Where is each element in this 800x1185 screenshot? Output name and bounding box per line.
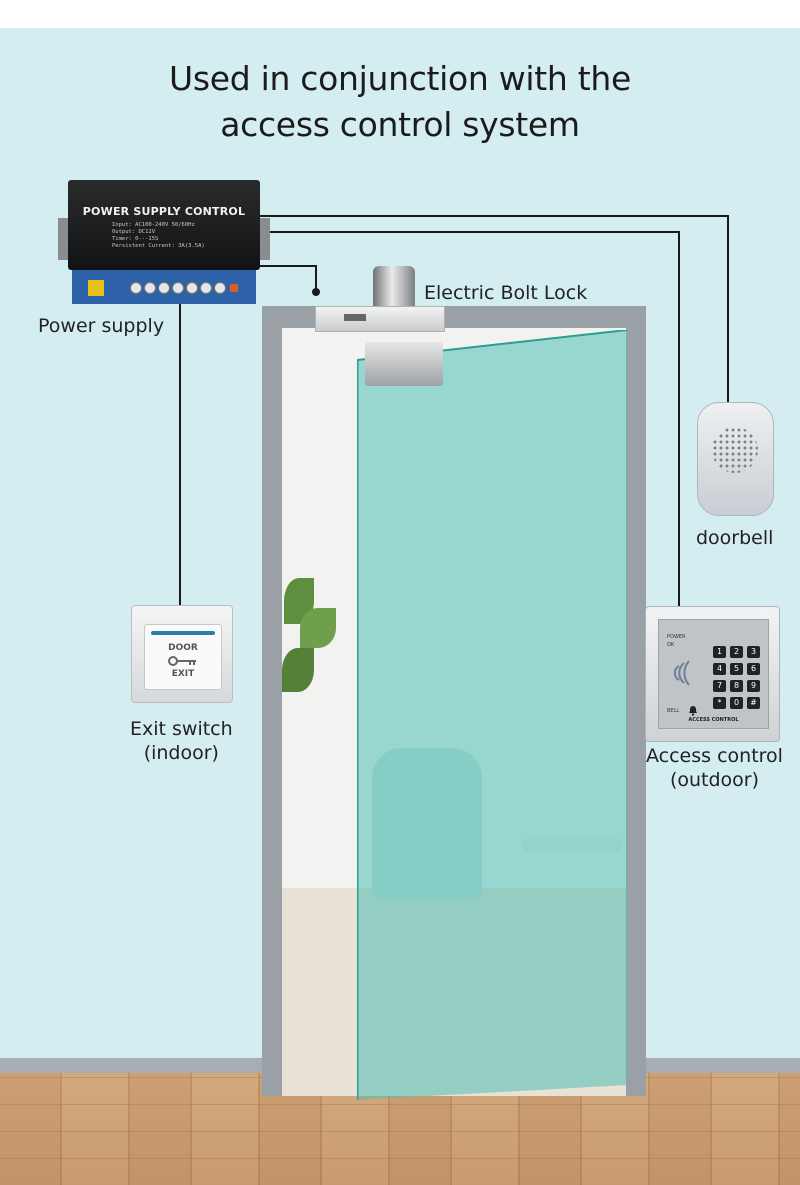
power-supply-label: Power supply xyxy=(38,315,165,337)
exit-indicator-bar xyxy=(151,631,215,635)
bell-text: BELL xyxy=(667,708,680,714)
key-2[interactable]: 2 xyxy=(730,646,743,658)
terminal xyxy=(130,282,142,294)
wire-doorbell xyxy=(260,215,729,402)
fuse xyxy=(88,280,104,296)
exit-switch-label: Exit switch (indoor) xyxy=(130,717,233,765)
access-control-label: Access control (outdoor) xyxy=(646,744,783,792)
key-3[interactable]: 3 xyxy=(747,646,760,658)
key-1[interactable]: 1 xyxy=(713,646,726,658)
wire-bolt-lock xyxy=(260,265,317,292)
terminal xyxy=(214,282,226,294)
doorbell-label: doorbell xyxy=(696,527,774,549)
access-control-label-line1: Access control xyxy=(646,745,783,767)
keypad-footer: ACCESS CONTROL xyxy=(688,717,739,723)
exit-switch-label-line1: Exit switch xyxy=(130,718,233,740)
key-icon xyxy=(168,656,196,666)
power-indicator-text: POWER xyxy=(667,634,686,640)
exit-plate-bottom-text: EXIT xyxy=(171,669,195,679)
bell-icon xyxy=(689,706,697,716)
terminal xyxy=(186,282,198,294)
key-4[interactable]: 4 xyxy=(713,663,726,675)
bolt-lock-label: Electric Bolt Lock xyxy=(424,282,588,304)
title-line-2: access control system xyxy=(220,105,580,144)
psu-spec-current: Persistent Current: 3A(3.5A) xyxy=(112,243,205,249)
ok-indicator-text: OK xyxy=(667,642,675,648)
key-hash[interactable]: # xyxy=(747,697,760,709)
keypad-face: POWER OK BELL 1 2 3 4 5 6 7 8 9 * 0 # xyxy=(658,619,769,729)
psu-spec-timer: Timer: 0---15S xyxy=(112,236,159,242)
psu-specs: Input: AC100-240V 50/60Hz Output: DC12V … xyxy=(112,222,252,250)
key-6[interactable]: 6 xyxy=(747,663,760,675)
psu-spec-input: Input: AC100-240V 50/60Hz xyxy=(112,222,195,228)
plant-leaf xyxy=(282,648,314,692)
speaker-grille-icon xyxy=(712,427,758,473)
key-9[interactable]: 9 xyxy=(747,680,760,692)
title-line-1: Used in conjunction with the xyxy=(168,59,631,98)
psu-housing: POWER SUPPLY CONTROL Input: AC100-240V 5… xyxy=(68,180,260,270)
bolt-lock-slot xyxy=(344,314,366,321)
terminal xyxy=(158,282,170,294)
exit-plate-top-text: DOOR xyxy=(168,643,198,653)
access-control-keypad: POWER OK BELL 1 2 3 4 5 6 7 8 9 * 0 # xyxy=(645,606,780,742)
terminal xyxy=(144,282,156,294)
led-indicator xyxy=(230,284,238,292)
wire-junction xyxy=(312,288,320,296)
key-8[interactable]: 8 xyxy=(730,680,743,692)
plant-leaf xyxy=(300,608,336,648)
bolt-lock-plate xyxy=(315,306,445,332)
glass-panel xyxy=(357,330,627,1100)
glass-door-clamp xyxy=(365,342,443,386)
wire-access-control xyxy=(260,231,680,606)
exit-switch-unit: DOOR EXIT xyxy=(131,605,233,703)
access-control-label-line2: (outdoor) xyxy=(669,769,759,791)
key-7[interactable]: 7 xyxy=(713,680,726,692)
psu-panel-title: POWER SUPPLY CONTROL xyxy=(82,205,246,218)
psu-spec-output: Output: DC12V xyxy=(112,229,156,235)
page-title: Used in conjunction with the access cont… xyxy=(0,56,800,148)
key-0[interactable]: 0 xyxy=(730,697,743,709)
key-star[interactable]: * xyxy=(713,697,726,709)
terminal xyxy=(200,282,212,294)
doorbell-unit xyxy=(697,402,774,516)
key-5[interactable]: 5 xyxy=(730,663,743,675)
rfid-icon xyxy=(673,660,690,686)
power-supply-unit: POWER SUPPLY CONTROL Input: AC100-240V 5… xyxy=(58,180,270,306)
terminal xyxy=(172,282,184,294)
exit-switch-label-line2: (indoor) xyxy=(143,742,219,764)
exit-switch-button: DOOR EXIT xyxy=(144,624,222,690)
